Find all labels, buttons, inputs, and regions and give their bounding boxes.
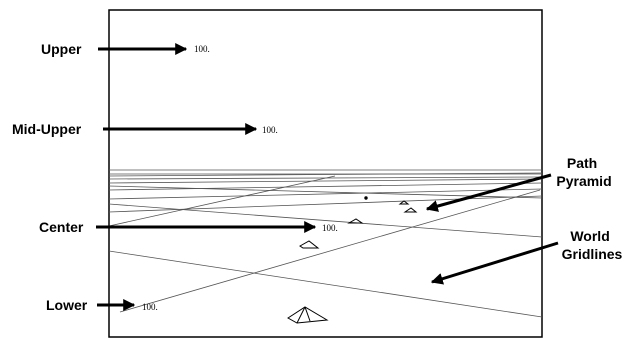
readout-upper: 100.	[194, 44, 210, 54]
pyramid-edge	[296, 306, 306, 324]
readout-lower: 100.	[142, 302, 158, 312]
world-gridlines	[108, 169, 543, 318]
arrow-path-pyramid	[425, 173, 552, 212]
path-pyramid-near	[299, 240, 320, 249]
gridline	[108, 250, 543, 318]
path-pyramid-mid	[347, 218, 364, 224]
gridline	[108, 188, 543, 200]
pyramids	[287, 196, 418, 324]
gridline	[108, 182, 543, 191]
gridline	[108, 172, 543, 177]
label-path-pyramid: Path Pyramid	[556, 155, 611, 189]
label-mid-upper: Mid-Upper	[12, 121, 82, 137]
gridline	[108, 175, 336, 227]
arrow-world-gridlines	[430, 241, 559, 285]
label-center: Center	[39, 219, 84, 235]
gridline	[108, 203, 543, 238]
gridline	[108, 178, 543, 184]
path-pyramid	[403, 207, 418, 213]
readout-center: 100.	[322, 223, 338, 233]
gridline	[119, 189, 541, 313]
path-pyramid-nearest	[287, 306, 329, 324]
pyramid-edge	[304, 306, 311, 322]
far-marker	[364, 196, 368, 200]
label-upper: Upper	[41, 41, 82, 57]
path-pyramid-far	[398, 200, 410, 205]
label-world-gridlines: World Gridlines	[562, 228, 623, 262]
label-lower: Lower	[46, 297, 88, 313]
readout-mid-upper: 100.	[262, 125, 278, 135]
